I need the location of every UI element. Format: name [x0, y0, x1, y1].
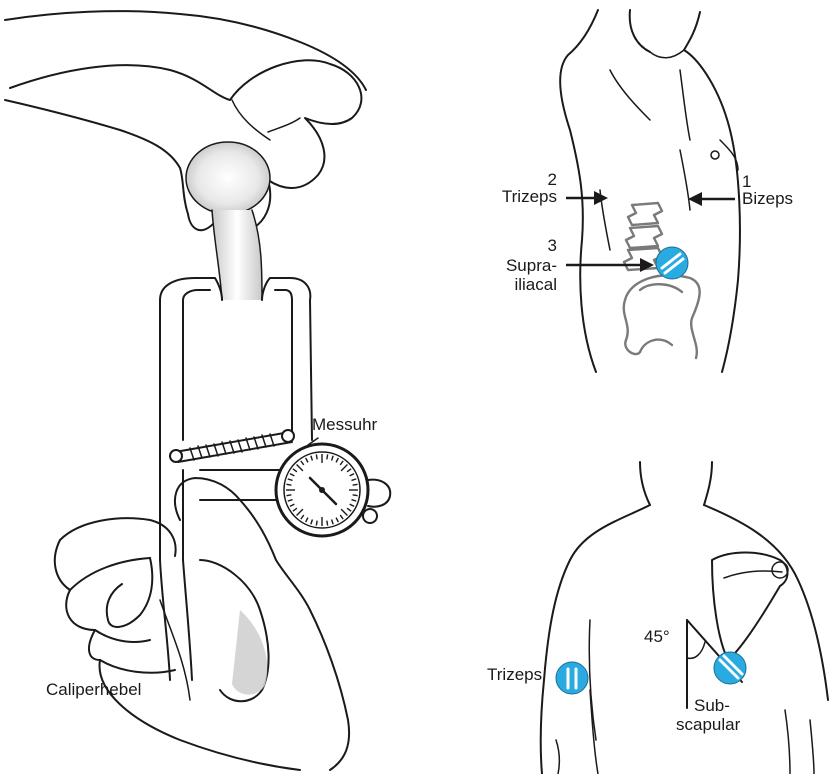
subscapular-label-line2: scapular: [676, 716, 740, 733]
dial-tick: [353, 495, 358, 496]
dial-tick: [286, 484, 291, 485]
suprailiac-number: 3: [500, 237, 557, 254]
dial-tick: [316, 454, 317, 459]
biceps-number: 1: [742, 173, 751, 190]
biceps-arrow: [688, 192, 735, 206]
triceps-number: 2: [500, 171, 557, 188]
suprailiac-marker: [656, 247, 688, 279]
skin-fold: [186, 142, 270, 300]
dial-tick: [353, 484, 358, 485]
scapula: [712, 553, 788, 661]
caliper-hands-drawing: [5, 11, 390, 770]
subscapular-label-line1: Sub-: [694, 697, 730, 714]
front-torso-drawing: [560, 10, 740, 372]
dial-gauge: [276, 444, 390, 536]
biceps-label: Bizeps: [742, 190, 793, 207]
spine-skeleton: [624, 203, 700, 358]
subscapular-marker: [714, 652, 746, 684]
dial-tick: [327, 454, 328, 459]
suprailiac-label-line1: Supra-: [480, 257, 557, 274]
upper-hand: [5, 11, 366, 233]
triceps-back-marker: [556, 662, 588, 694]
triceps-back-label: Trizeps: [487, 666, 542, 683]
suprailiac-label-line2: iliacal: [480, 276, 557, 293]
dial-tick: [286, 495, 291, 496]
dial-gauge-label: Messuhr: [312, 416, 377, 433]
triceps-front-label: Trizeps: [480, 188, 557, 205]
dial-tick: [316, 521, 317, 526]
caliper-lever-label: Caliperhebel: [46, 681, 141, 698]
angle-label: 45°: [644, 628, 670, 645]
suprailiac-arrow: [566, 258, 654, 272]
dial-tick: [327, 521, 328, 526]
